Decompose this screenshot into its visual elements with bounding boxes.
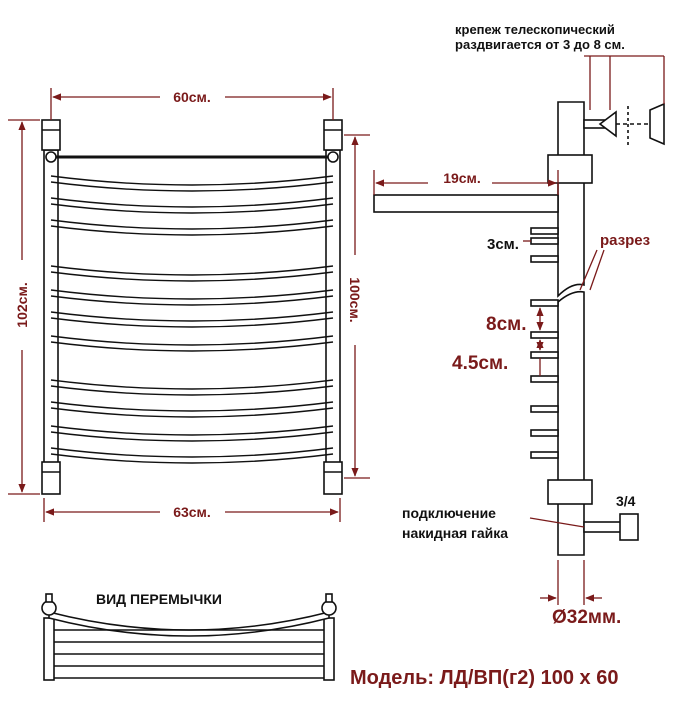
side-dimensions	[373, 170, 605, 605]
width-bottom-label: 63см.	[173, 504, 211, 520]
mount-note-leaders	[584, 55, 665, 110]
mount-cone	[598, 110, 617, 138]
bridge-left-leg	[43, 617, 55, 681]
mount-note-line2: раздвигается от 3 до 8 см.	[455, 37, 625, 52]
front-view	[41, 119, 343, 495]
bridge-right-nut	[321, 600, 337, 616]
mount-note-line1: крепеж телескопический	[455, 22, 615, 37]
bridge-curve	[48, 610, 330, 637]
mount-wall-cup	[649, 102, 665, 146]
bar-gap-label: 3см.	[487, 236, 519, 253]
union-nut	[619, 513, 639, 541]
bridge-right-leg	[323, 617, 335, 681]
right-top-fitting	[323, 119, 343, 151]
spacing-small-label: 4.5см.	[452, 353, 508, 374]
curved-rungs	[50, 175, 334, 464]
side-top-bar	[373, 194, 559, 213]
left-top-fitting	[41, 119, 61, 151]
height-left-label: 102см.	[14, 282, 30, 327]
left-top-cap	[45, 151, 57, 163]
connection-line2: накидная гайка	[402, 525, 508, 541]
front-dimensions	[8, 88, 370, 522]
side-bottom-block	[547, 479, 593, 505]
side-rung-stubs	[530, 227, 559, 459]
side-view	[373, 101, 665, 556]
model-label: Модель: ЛД/ВП(г2) 100 х 60	[350, 667, 619, 689]
side-top-block	[547, 154, 593, 184]
side-post-lower	[557, 290, 585, 556]
right-post	[325, 149, 341, 466]
bridge-label: ВИД ПЕРЕМЫЧКИ	[96, 591, 222, 607]
cut-label: разрез	[600, 232, 650, 249]
bridge-left-nut	[41, 600, 57, 616]
side-post-upper	[557, 101, 585, 298]
bridge-view	[41, 593, 337, 681]
spacing-large-label: 8см.	[486, 314, 526, 335]
right-bottom-fitting	[323, 461, 343, 495]
height-right-label: 100см.	[347, 277, 363, 322]
connection-pipe	[583, 521, 625, 533]
connection-line1: подключение	[402, 505, 496, 521]
right-top-cap	[327, 151, 339, 163]
depth-label: 19см.	[443, 170, 481, 186]
left-bottom-fitting	[41, 461, 61, 495]
left-post	[43, 149, 59, 466]
pipe-diameter-label: Ø32мм.	[552, 607, 621, 628]
thread-label: 3/4	[616, 493, 636, 509]
width-top-label: 60см.	[173, 89, 211, 105]
